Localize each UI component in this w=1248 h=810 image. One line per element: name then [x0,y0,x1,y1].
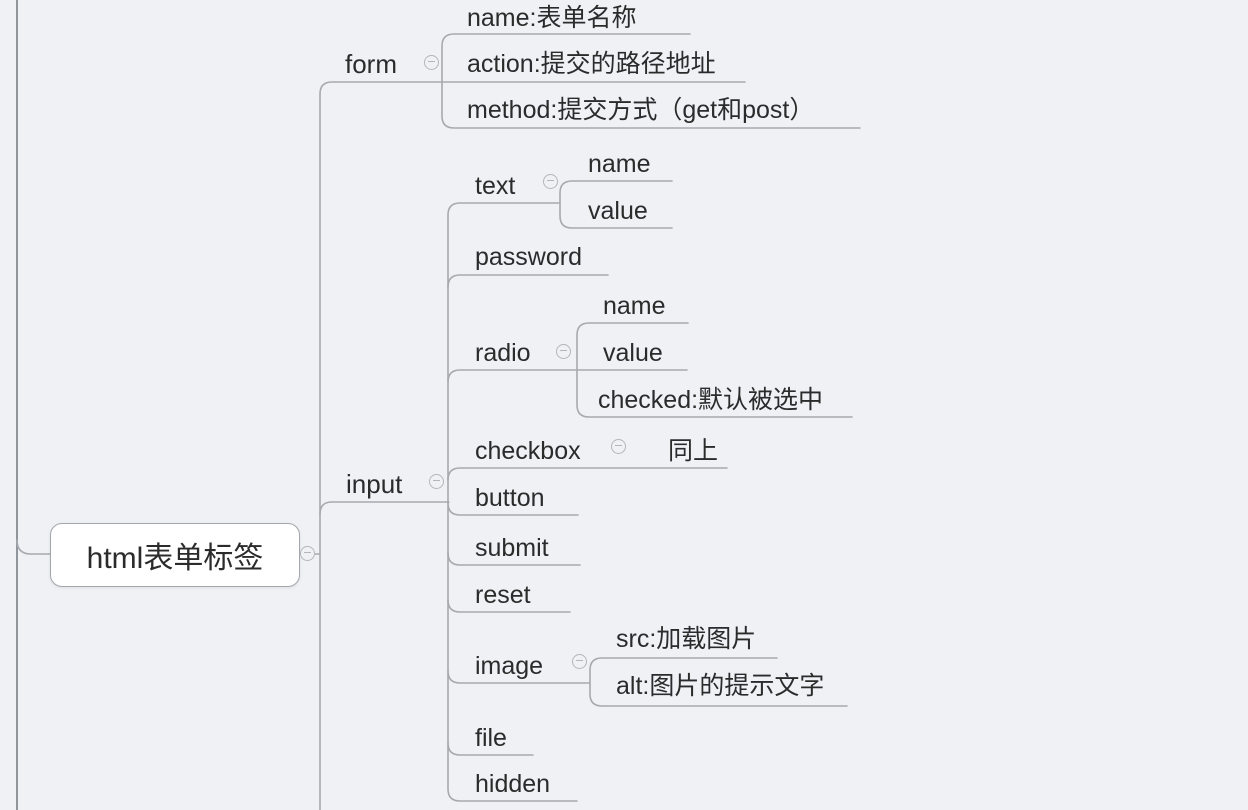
topic-text-value[interactable]: value [588,197,648,225]
form-children-connectors [441,33,861,129]
topic-file[interactable]: file [475,724,507,752]
image-underline [447,670,591,684]
radio-underline [447,369,578,383]
text-children-connectors [559,180,673,229]
topic-radio-value[interactable]: value [603,339,663,367]
topic-reset[interactable]: reset [475,581,531,609]
button-underline [447,502,579,516]
topic-image[interactable]: image [475,652,544,680]
topic-image-src[interactable]: src:加载图片 [616,625,757,653]
topic-radio-checked[interactable]: checked:默认被选中 [598,386,824,414]
image-children-connectors [589,657,848,707]
topic-button[interactable]: button [475,484,545,512]
topic-form[interactable]: form [345,49,397,79]
topic-image-alt[interactable]: alt:图片的提示文字 [616,672,825,700]
topic-radio-name[interactable]: name [603,292,666,320]
collapse-icon-checkbox[interactable] [611,439,626,454]
collapse-icon-root[interactable] [300,546,315,561]
checkbox-underline [447,467,728,481]
topic-password[interactable]: password [475,243,582,271]
topic-checkbox[interactable]: checkbox [475,437,581,465]
collapse-icon-radio[interactable] [556,344,571,359]
topic-submit[interactable]: submit [475,534,549,562]
topic-form-method[interactable]: method:提交方式（get和post） [467,96,815,124]
topic-form-name[interactable]: name:表单名称 [467,4,637,32]
input-children-spine [447,202,578,802]
topic-text[interactable]: text [475,172,516,200]
collapse-icon-form[interactable] [424,55,439,70]
reset-underline [447,599,571,613]
branch-input-underline [319,501,450,515]
topic-input[interactable]: input [346,469,403,499]
collapse-icon-input[interactable] [429,474,444,489]
collapse-icon-image[interactable] [572,654,587,669]
topic-checkbox-same[interactable]: 同上 [668,437,719,465]
root-incoming-connector [16,539,51,555]
file-underline [447,742,534,756]
branch-form-underline-and-spine [319,81,746,810]
topic-form-action[interactable]: action:提交的路径地址 [467,50,716,78]
topic-hidden[interactable]: hidden [475,770,551,798]
password-underline [447,274,609,288]
topic-radio[interactable]: radio [475,339,531,367]
collapse-icon-text[interactable] [543,174,558,189]
topic-text-name[interactable]: name [588,150,651,178]
topic-root[interactable]: html表单标签 [50,523,300,587]
submit-underline [447,552,581,566]
